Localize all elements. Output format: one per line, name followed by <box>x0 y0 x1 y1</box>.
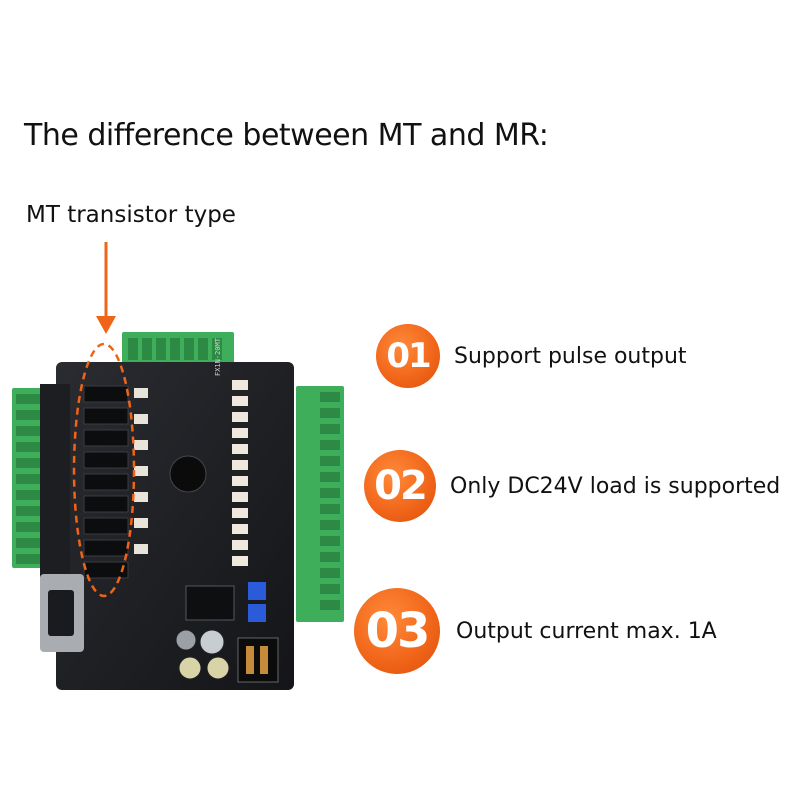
feature-02: 02 Only DC24V load is supported <box>364 450 780 522</box>
badge-01-icon: 01 <box>376 324 440 388</box>
page-title: The difference between MT and MR: <box>24 118 549 153</box>
feature-03-text: Output current max. 1A <box>456 618 717 644</box>
feature-02-text: Only DC24V load is supported <box>450 473 781 499</box>
badge-02-icon: 02 <box>364 450 436 522</box>
feature-01: 01 Support pulse output <box>376 324 687 388</box>
mt-type-label: MT transistor type <box>26 202 236 228</box>
transistor-highlight-ellipse <box>72 342 136 598</box>
badge-03-icon: 03 <box>354 588 440 674</box>
feature-03: 03 Output current max. 1A <box>354 588 717 674</box>
silkscreen-model: FX1N-20MT <box>214 337 222 376</box>
feature-01-text: Support pulse output <box>454 343 687 369</box>
